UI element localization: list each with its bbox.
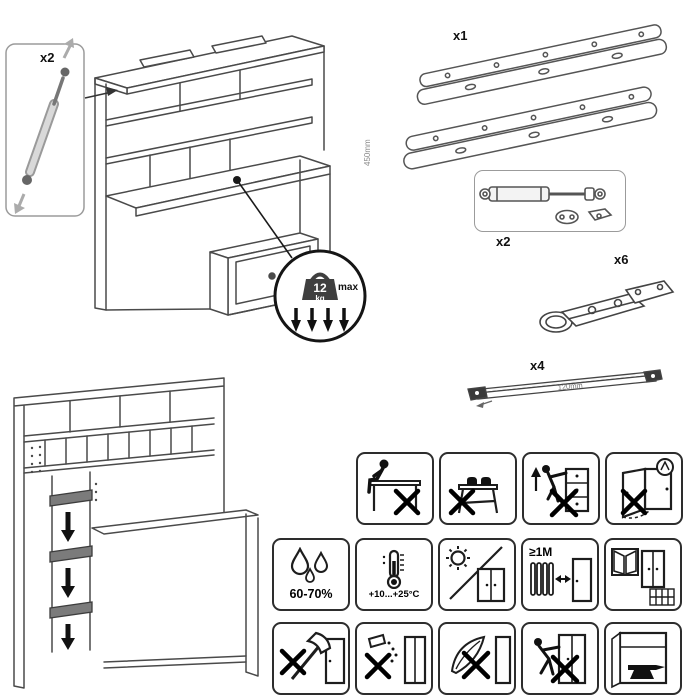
hinge-qty-label: x6 [614,252,628,267]
warning-no-sitting [356,452,434,525]
drawer-knob [268,272,276,280]
weight-icon [310,272,330,282]
up-arrow-icon [64,38,74,48]
no-climbing-icon [531,464,590,517]
slides-qty-label: x1 [453,28,467,43]
slide-rail-pair [416,24,668,105]
axe-icon [279,631,346,684]
anvil-in-cabinet-icon [611,630,668,688]
water-drops-icon [290,547,329,584]
flap-door [139,49,195,68]
feather-icon [450,635,512,684]
rail-qty-label: x4 [530,358,545,373]
left-arrow-icon [555,574,561,583]
down-arrow-icon [14,203,25,214]
pouring-icon [364,633,427,684]
gas-strut-detail-callout: x2 [5,38,118,217]
anvil-icon [628,664,665,679]
person-pushing-cabinet-icon [534,633,587,684]
warning-no-sharp-tools [272,622,350,695]
warning-avoid-sunlight [438,538,516,611]
warning-door-collision [605,452,683,525]
humidity-label: 60-70% [289,587,333,602]
warning-no-standing [439,452,517,525]
strut-qty-label: x2 [496,234,511,249]
door-collision-icon [620,457,674,519]
warning-no-harsh-cleaners [438,622,516,695]
right-arrow-icon [565,574,571,583]
gas-strut-icon [479,186,613,225]
warning-ventilated-room [604,538,682,611]
max-load-badge: 12 kg max [273,249,367,343]
max-load-value: 12 [313,281,327,295]
down-arrow-icon [61,638,75,650]
heat-distance-label: ≥1M [529,545,552,559]
warning-no-pushing-loaded [521,622,599,695]
warning-humidity-range: 60-70% [272,538,350,611]
max-load-unit: kg [315,294,324,303]
warning-heat-distance: ≥1M [521,538,599,611]
grid-pattern-icon [649,587,675,606]
pointer-arrow-icon [106,87,118,96]
pointer-arrow-icon [476,402,484,408]
window-cabinet-icon [611,547,675,606]
warning-temperature-range: +10...+25°C [355,538,433,611]
warning-no-climbing [522,452,600,525]
thermometer-icon [382,549,404,589]
warning-no-spilling [355,622,433,695]
slides-dimension-label: 450mm [363,139,372,166]
cup-hinge-icon [539,280,675,333]
rail-drawing: x4 120mm [467,358,663,408]
up-arrow-icon [531,466,541,477]
weight-icon [302,279,338,300]
strut-ball-joint [60,67,70,77]
strut-ball-joint [22,175,32,185]
flap-door [211,35,267,54]
radiator-cabinet-icon: ≥1M [529,545,593,602]
slide-rail-pair [403,86,658,170]
drill-holes [30,445,98,502]
max-load-suffix: max [338,282,358,293]
temperature-label: +10...+25°C [368,588,420,600]
warning-heavy-load [604,622,682,695]
no-standing-icon [448,476,499,515]
leader-line [233,176,293,259]
gas-strut-box [474,170,626,232]
drawer-slides-drawing: x1 450mm [363,24,668,170]
rail-dimension-label: 120mm [557,381,583,392]
hutch-desk-front-drawing: x2 [5,35,331,316]
no-sitting-icon [367,459,421,515]
callout-qty-label: x2 [40,50,54,65]
adjustable-shelves [49,489,93,650]
cup-hinge-drawing: x6 [539,252,675,333]
down-arrows-icon [291,308,349,332]
down-arrow-icon [61,530,75,542]
sun-cabinet-icon [446,545,506,602]
down-arrow-icon [61,586,75,598]
hutch-desk-shelves-drawing [13,377,259,689]
rail-bar-icon [467,369,663,401]
